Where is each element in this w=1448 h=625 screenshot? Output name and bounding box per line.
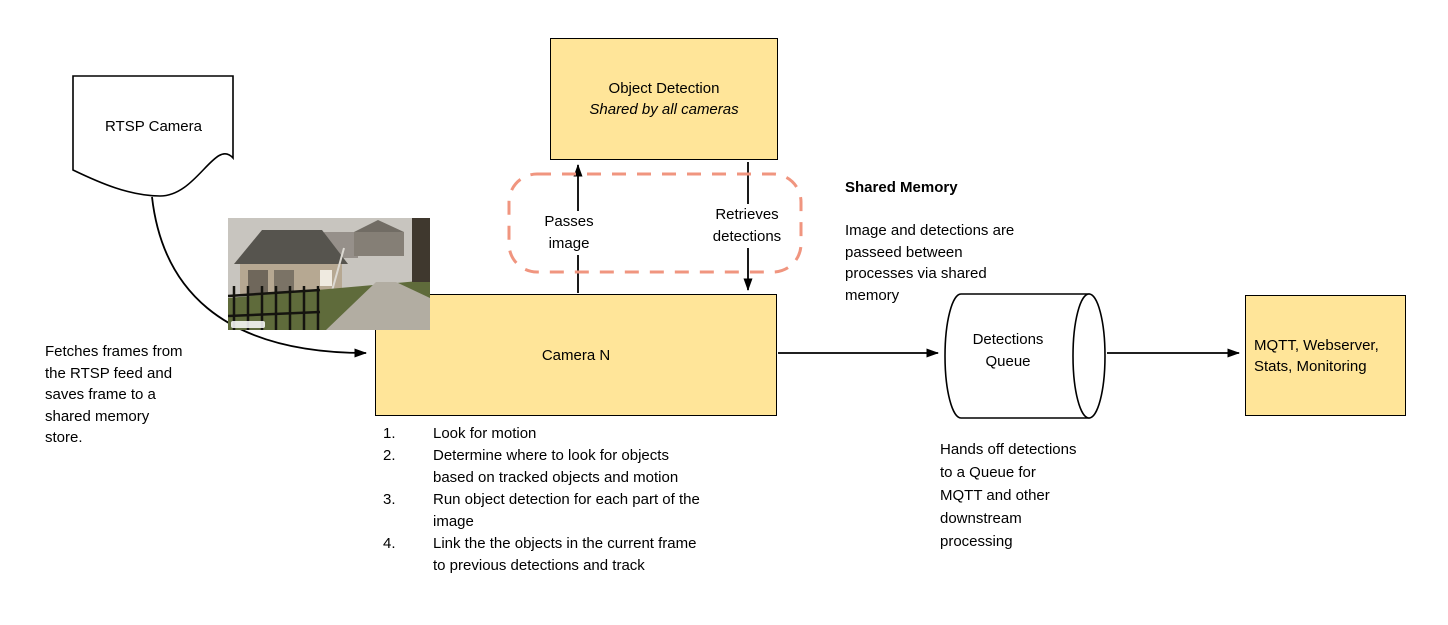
shared-memory-note: Shared Memory Image and detections are p… <box>845 155 1065 328</box>
step-number: 4. <box>383 535 396 552</box>
shared-memory-title: Shared Memory <box>845 178 958 196</box>
fetch-frames-note: Fetches frames from the RTSP feed and sa… <box>45 343 183 446</box>
object-detection-subtitle: Shared by all cameras <box>589 101 739 118</box>
arrow-rtsp-to-camera <box>151 196 367 358</box>
outputs-box: MQTT, Webserver, Stats, Monitoring <box>1245 295 1406 416</box>
camera-n-label: Camera N <box>541 346 611 364</box>
object-detection-title: Object Detection <box>608 80 720 97</box>
camera-n-box: Camera N <box>375 294 777 416</box>
step-number: 1. <box>383 425 396 442</box>
camera-snapshot-image <box>228 218 430 330</box>
queue-handoff-note: Hands off detections to a Queue for MQTT… <box>940 441 1077 550</box>
outputs-label: MQTT, Webserver, Stats, Monitoring <box>1254 336 1379 375</box>
object-detection-box: Object Detection Shared by all cameras <box>550 38 778 160</box>
camera-step-item: 3. Run object detection for each part of… <box>383 489 803 533</box>
shared-memory-outline <box>507 172 803 274</box>
camera-step-item: 1. Look for motion <box>383 423 803 445</box>
passes-image-label: Passes image <box>534 211 604 255</box>
shared-memory-body: Image and detections are passeed between… <box>845 222 1015 304</box>
camera-step-item: 4. Link the the objects in the current f… <box>383 533 803 577</box>
step-number: 3. <box>383 491 396 508</box>
retrieves-detections-label: Retrieves detections <box>700 204 794 248</box>
detections-queue-label: Detections Queue <box>972 331 1044 370</box>
step-text: Look for motion <box>433 425 537 442</box>
rtsp-camera-node <box>72 75 234 197</box>
step-text: Determine where to look for objects base… <box>433 447 679 486</box>
step-text: Run object detection for each part of th… <box>433 491 700 530</box>
rtsp-camera-label: RTSP Camera <box>105 118 202 135</box>
camera-steps-list: 1. Look for motion 2. Determine where to… <box>383 423 803 577</box>
step-number: 2. <box>383 447 396 464</box>
detections-queue-node <box>944 293 1106 419</box>
camera-step-item: 2. Determine where to look for objects b… <box>383 445 803 489</box>
step-text: Link the the objects in the current fram… <box>433 535 697 574</box>
